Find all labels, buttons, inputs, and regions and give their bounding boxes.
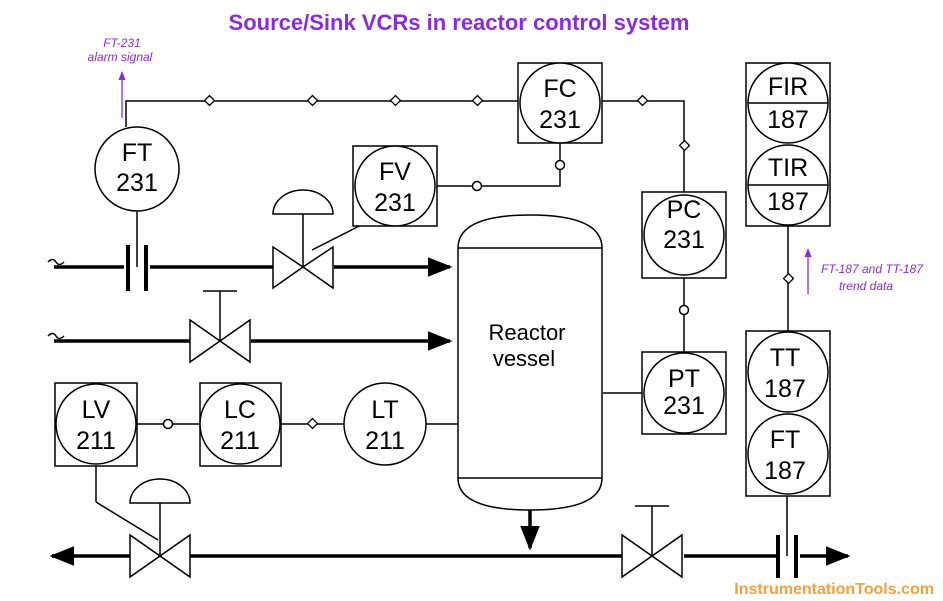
lt211-number: 211 <box>365 427 405 455</box>
watermark: InstrumentationTools.com <box>734 581 934 598</box>
instrument-fir-tir187: FIR 187 TIR 187 <box>745 62 831 227</box>
fir187-letters: FIR <box>768 73 808 101</box>
pc231-letters: PC <box>667 196 702 224</box>
trend-note-tags: FT-187 and TT-187 <box>821 262 924 276</box>
instrument-fv231: FV 231 <box>352 145 438 227</box>
fc231-letters: FC <box>543 75 576 103</box>
lc211-letters: LC <box>224 396 256 424</box>
pc231-number: 231 <box>663 226 705 254</box>
vessel-label-line1: Reactor <box>488 320 565 345</box>
ft231-number: 231 <box>116 169 158 197</box>
tir187-letters: TIR <box>768 154 808 182</box>
lc211-number: 211 <box>220 427 260 455</box>
lt211-letters: LT <box>371 396 398 424</box>
feed-pipe-top <box>47 257 453 277</box>
lv211-letters: LV <box>82 396 111 424</box>
fc231-number: 231 <box>539 106 581 134</box>
fv231-letters: FV <box>379 158 411 186</box>
instrument-pc231: PC 231 <box>641 191 727 279</box>
manual-valve-outlet <box>621 505 683 579</box>
ft187-number: 187 <box>764 457 806 485</box>
tt187-fir187-signal-line <box>782 226 795 331</box>
control-valve-fv231 <box>272 189 334 290</box>
lc211-lt211-signal-line <box>281 417 344 430</box>
lv211-lc211-signal-line <box>137 418 200 430</box>
instrument-pt231: PT 231 <box>641 351 727 435</box>
fc231-fv231-signal-line <box>437 143 566 192</box>
instrument-tt-ft187: TT 187 FT 187 <box>745 330 831 497</box>
instrument-fc231: FC 231 <box>517 62 603 144</box>
ft187-letters: FT <box>770 426 801 454</box>
instrument-lc211: LC 211 <box>199 382 282 467</box>
reactor-vessel: Reactor vessel <box>457 214 603 511</box>
instrument-lv211: LV 211 <box>54 382 138 467</box>
instrument-lt211: LT 211 <box>343 382 427 466</box>
pt231-letters: PT <box>668 365 700 393</box>
lv211-valve-link-b <box>95 501 159 541</box>
alarm-note-tag: FT-231 <box>103 36 141 50</box>
fir187-number: 187 <box>767 106 809 134</box>
trend-note-text: trend data <box>839 279 893 293</box>
orifice-plate-ft231 <box>126 211 148 291</box>
ft231-letters: FT <box>122 139 153 167</box>
fc231-pc231-signal-line <box>602 94 691 192</box>
manual-valve-middle <box>189 290 251 364</box>
pc231-pt231-signal-line <box>678 278 690 352</box>
tir187-number: 187 <box>767 188 809 216</box>
orifice-plate-ft187 <box>776 496 798 578</box>
ft231-fc231-signal-line <box>125 94 518 127</box>
control-valve-lv211 <box>129 478 191 579</box>
tt187-number: 187 <box>764 375 806 403</box>
instrument-ft231: FT 231 <box>94 126 180 212</box>
pt231-number: 231 <box>663 392 705 420</box>
alarm-note-text: alarm signal <box>88 50 153 64</box>
fv231-number: 231 <box>374 189 416 217</box>
tt187-letters: TT <box>770 344 801 372</box>
feed-pipe-middle <box>47 331 453 351</box>
vessel-label-line2: vessel <box>493 346 555 371</box>
lv211-number: 211 <box>76 427 116 455</box>
outlet-pipe-bottom <box>49 508 851 566</box>
diagram-title: Source/Sink VCRs in reactor control syst… <box>229 10 690 35</box>
